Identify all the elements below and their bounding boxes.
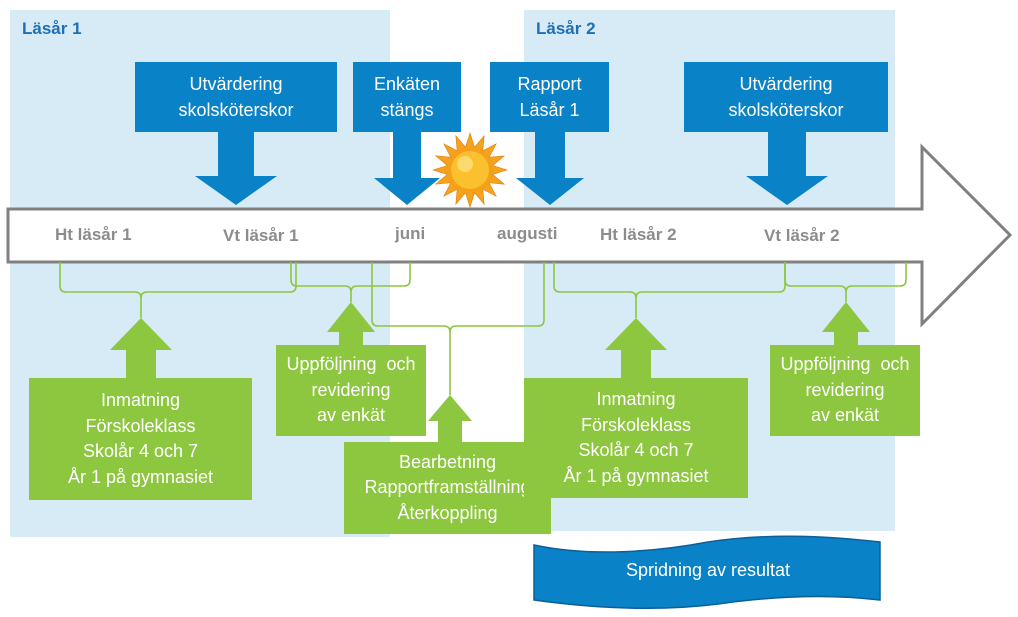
timeline-juni: juni [395, 224, 426, 243]
event-rapport-lasar-1: Rapport Läsår 1 [490, 62, 609, 132]
year-1-label: Läsår 1 [22, 19, 82, 38]
task-inmatning-2: Inmatning Förskoleklass Skolår 4 och 7 Å… [524, 378, 748, 498]
up-arrow-bearbetning [428, 395, 472, 442]
down-arrows [195, 132, 828, 205]
up-arrows [110, 302, 870, 442]
timeline-ht-lasar-2: Ht läsår 2 [600, 225, 677, 244]
timeline-augusti: augusti [497, 224, 558, 243]
brace-bearbetning [371, 262, 545, 395]
up-arrow-uppfoljning1 [327, 302, 375, 345]
sun-icon [431, 131, 509, 209]
brace-inmatning2 [553, 262, 786, 318]
down-arrow-enkat [374, 132, 440, 205]
task-inmatning-1: Inmatning Förskoleklass Skolår 4 och 7 Å… [29, 378, 252, 500]
brace-uppfoljning1 [290, 262, 411, 302]
results-banner-shape [533, 535, 881, 610]
timeline-vt-lasar-2: Vt läsår 2 [764, 226, 840, 245]
task-uppfoljning-2: Uppföljning och revidering av enkät [770, 345, 920, 436]
brace-lines [59, 262, 907, 395]
task-bearbetning: Bearbetning Rapportframställning Återkop… [344, 442, 551, 534]
down-arrow-utv1 [195, 132, 277, 205]
task-uppfoljning-1: Uppföljning och revidering av enkät [276, 345, 426, 436]
timeline-vt-lasar-1: Vt läsår 1 [223, 226, 299, 245]
timeline-ht-lasar-1: Ht läsår 1 [55, 225, 132, 244]
brace-inmatning1 [59, 262, 297, 318]
event-utvardering-1: Utvärdering skolsköterskor [135, 62, 337, 132]
up-arrow-inmatning1 [110, 318, 172, 378]
event-enkaten-stangs: Enkäten stängs [353, 62, 461, 132]
up-arrow-uppfoljning2 [822, 302, 870, 345]
timeline-arrow [6, 143, 1013, 328]
down-arrow-utv2 [746, 132, 828, 205]
down-arrow-rapport [516, 132, 584, 205]
up-arrow-inmatning2 [605, 318, 667, 378]
brace-uppfoljning2 [784, 262, 907, 302]
results-banner-label: Spridning av resultat [625, 560, 791, 580]
event-utvardering-2: Utvärdering skolsköterskor [684, 62, 888, 132]
year-2-label: Läsår 2 [536, 19, 596, 38]
